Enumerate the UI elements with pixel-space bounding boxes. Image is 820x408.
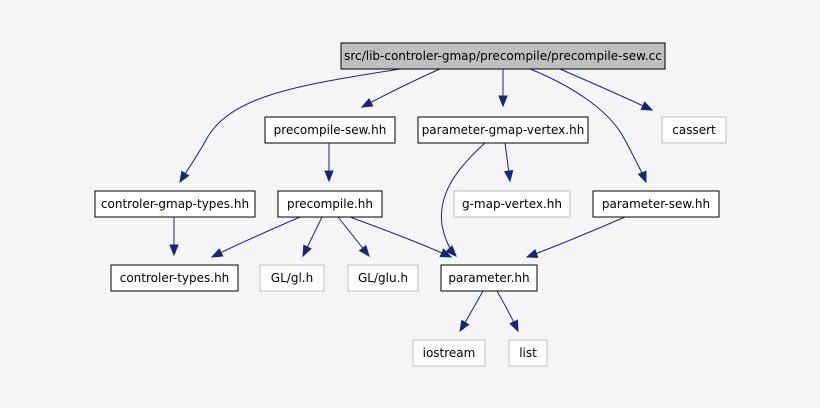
node-controler-types-hh[interactable]: controler-types.hh (110, 264, 239, 292)
arrow-head-icon (525, 248, 539, 258)
node-label: cassert (672, 123, 716, 137)
arrow-head-icon (169, 244, 179, 257)
edge-line (361, 68, 441, 108)
node-label: list (519, 346, 537, 360)
node-label: g-map-vertex.hh (462, 197, 562, 211)
edge-precompile-hh-to-gl-gl-h (302, 216, 323, 258)
node-box (94, 190, 256, 218)
edge-parameter-sew-hh-to-parameter-hh (525, 216, 626, 258)
node-label: controler-types.hh (120, 271, 230, 285)
node-label: controler-gmap-types.hh (101, 197, 249, 211)
edge-parameter-hh-to-list (496, 290, 519, 333)
edge-line (211, 216, 301, 258)
node-label: GL/glu.h (358, 271, 408, 285)
arrow-head-icon (509, 319, 519, 333)
arrow-head-icon (459, 319, 470, 333)
node-gl-glu-h: GL/glu.h (347, 264, 419, 292)
arrow-head-icon (498, 95, 508, 108)
arrow-head-icon (439, 248, 453, 258)
arrow-head-icon (640, 101, 654, 111)
edge-precompile-sew-hh-to-precompile-hh (324, 143, 334, 183)
node-box (417, 116, 589, 144)
node-box (110, 264, 239, 292)
edge-root-to-parameter-sew-hh (529, 68, 647, 184)
arrow-head-icon (445, 245, 457, 257)
edge-line (559, 68, 653, 111)
node-label: parameter.hh (448, 271, 529, 285)
node-box (347, 264, 419, 292)
node-controler-gmap-types-hh[interactable]: controler-gmap-types.hh (94, 190, 256, 218)
node-box (340, 42, 666, 70)
node-label: precompile-sew.hh (274, 123, 387, 137)
node-label: precompile.hh (287, 197, 373, 211)
edge-parameter-gmap-vertex-hh-to-parameter-hh (440, 142, 486, 257)
node-precompile-sew-hh[interactable]: precompile-sew.hh (264, 116, 396, 144)
arrow-head-icon (637, 170, 647, 184)
node-label: parameter-gmap-vertex.hh (422, 123, 585, 137)
node-box (508, 339, 548, 367)
edge-root-to-precompile-sew-hh (360, 68, 441, 108)
edge-parameter-gmap-vertex-hh-to-g-map-vertex-hh (503, 142, 514, 183)
node-label: iostream (423, 346, 476, 360)
arrow-head-icon (302, 244, 312, 258)
arrow-head-icon (324, 170, 334, 183)
node-cassert: cassert (661, 116, 727, 144)
edge-root-to-controler-gmap-types-hh (179, 68, 401, 184)
arrow-head-icon (179, 170, 190, 184)
node-box (277, 190, 383, 218)
node-box (440, 264, 538, 292)
node-label: GL/gl.h (271, 271, 313, 285)
edge-line (526, 216, 626, 258)
edge-line (529, 68, 647, 183)
edge-line (179, 68, 401, 183)
node-box (264, 116, 396, 144)
node-box (592, 190, 720, 218)
edge-precompile-hh-to-parameter-hh (349, 216, 453, 258)
node-label: src/lib-controler-gmap/precompile/precom… (344, 49, 662, 63)
arrow-head-icon (210, 248, 224, 258)
arrow-head-icon (360, 97, 374, 108)
node-gl-gl-h: GL/gl.h (259, 264, 325, 292)
node-root[interactable]: src/lib-controler-gmap/precompile/precom… (340, 42, 666, 70)
node-box (259, 264, 325, 292)
node-list: list (508, 339, 548, 367)
edge-parameter-hh-to-iostream (459, 290, 484, 333)
node-box (453, 190, 571, 218)
node-box (412, 339, 486, 367)
edge-controler-gmap-types-hh-to-controler-types-hh (169, 217, 179, 257)
edge-line (349, 216, 452, 258)
node-iostream: iostream (412, 339, 486, 367)
node-label: parameter-sew.hh (602, 197, 710, 211)
edge-root-to-parameter-gmap-vertex-hh (498, 69, 508, 108)
node-precompile-hh[interactable]: precompile.hh (277, 190, 383, 218)
node-g-map-vertex-hh: g-map-vertex.hh (453, 190, 571, 218)
node-box (661, 116, 727, 144)
node-parameter-sew-hh[interactable]: parameter-sew.hh (592, 190, 720, 218)
edge-precompile-hh-to-controler-types-hh (210, 216, 301, 258)
node-parameter-hh[interactable]: parameter.hh (440, 264, 538, 292)
arrow-head-icon (503, 169, 514, 183)
node-parameter-gmap-vertex-hh[interactable]: parameter-gmap-vertex.hh (417, 116, 589, 144)
edge-root-to-cassert (559, 68, 654, 111)
edge-precompile-hh-to-gl-glu-h (337, 216, 370, 258)
arrow-head-icon (358, 244, 370, 258)
